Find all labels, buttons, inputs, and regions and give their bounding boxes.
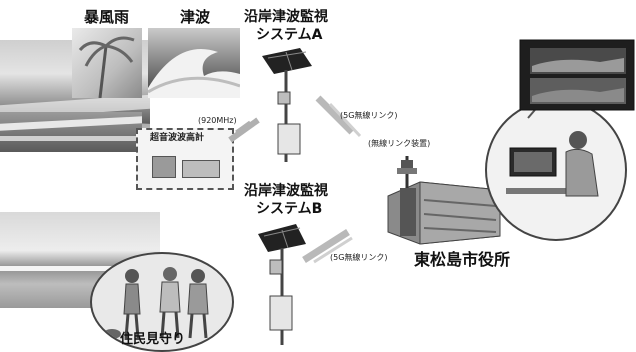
city-hall-label: 東松島市役所 [414, 250, 511, 269]
solar-panel-icon [262, 48, 312, 74]
freq-920-label: (920MHz) [198, 116, 237, 125]
wireless-device-label: (無線リンク装置) [368, 139, 431, 148]
building-icon [400, 188, 416, 236]
system-a-title-line1: 沿岸津波監視 [244, 9, 328, 25]
gauge-controller [182, 160, 220, 178]
sensor-pole-icon [277, 123, 301, 155]
storm-photo [72, 28, 142, 98]
ultrasonic-gauge-device [152, 156, 176, 178]
system-b-pole [258, 224, 306, 345]
link-5g-top-label: (5G無線リンク) [340, 111, 398, 120]
sensor-pole-icon [269, 295, 293, 331]
ultrasonic-gauge-box [136, 128, 234, 190]
solar-panel-icon [258, 224, 306, 252]
large-monitor [519, 39, 635, 111]
radio-wave-icon [302, 229, 353, 264]
walker-icon [103, 267, 209, 339]
shore-photo [0, 112, 142, 152]
radio-wave-icon [315, 95, 362, 138]
link-5g-bottom-label: (5G無線リンク) [330, 253, 388, 262]
storm-label: 暴風雨 [84, 8, 130, 26]
radio-wave-icon [228, 117, 260, 143]
palm-tree-icon [78, 36, 135, 98]
city-hall-building [387, 156, 501, 245]
residents-label: 住民見守り [120, 332, 186, 347]
operator-room-circle [485, 99, 627, 241]
system-b-title-line1: 沿岸津波監視 [244, 183, 328, 199]
ultrasonic-label: 超音波波高計 [150, 133, 205, 143]
tsunami-photo [148, 28, 240, 98]
system-a-pole [262, 48, 312, 162]
system-b-title-line2: システムB [256, 201, 323, 217]
system-a-title-line2: システムA [256, 27, 323, 43]
tsunami-label: 津波 [180, 8, 211, 26]
operator-icon [569, 131, 587, 149]
